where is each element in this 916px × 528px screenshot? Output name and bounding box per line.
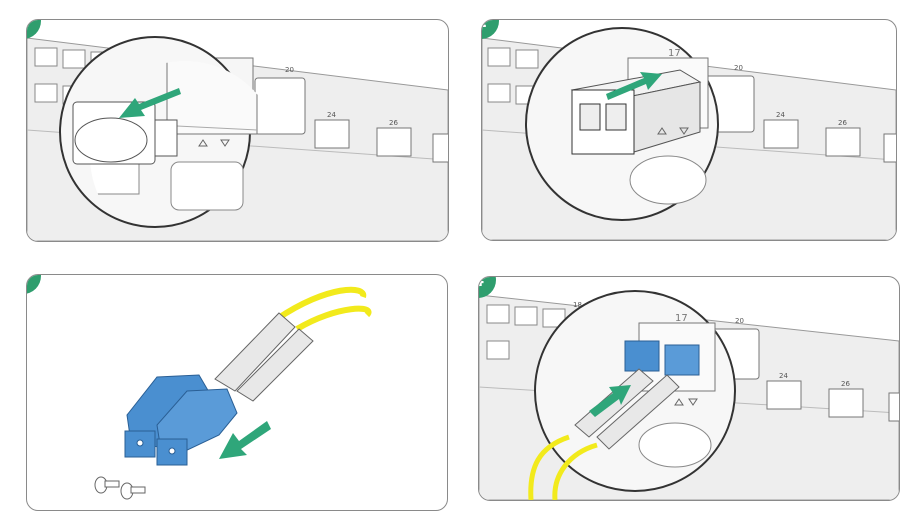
step-3-panel: 3 bbox=[26, 274, 448, 511]
step-3-illustration bbox=[94, 286, 372, 500]
insert-cable-arrow bbox=[589, 385, 631, 417]
port-label-20: 20 bbox=[734, 64, 743, 72]
step-2-panel: 24 26 20 17 2 bbox=[481, 19, 897, 241]
step-1-panel: 24 26 20 17 1 bbox=[26, 19, 449, 242]
sfp-port bbox=[314, 119, 350, 149]
port-label-26: 26 bbox=[389, 119, 398, 127]
port-label-26: 26 bbox=[841, 380, 850, 388]
step-1-illustration: 24 26 20 17 bbox=[27, 36, 448, 241]
step-4-panel: 18 24 26 20 17 4 bbox=[478, 276, 900, 501]
port-label-24: 24 bbox=[776, 111, 785, 119]
dust-plug bbox=[72, 101, 178, 165]
lc-connector bbox=[124, 374, 238, 466]
port-label-17: 17 bbox=[668, 48, 681, 59]
port-label-17: 17 bbox=[675, 313, 688, 324]
step-2-illustration: 24 26 20 17 bbox=[482, 27, 896, 240]
remove-arrow bbox=[119, 88, 181, 118]
lc-connector bbox=[624, 340, 700, 376]
fiber-cable bbox=[295, 305, 372, 332]
fiber-cable bbox=[275, 286, 367, 322]
fiber-cable bbox=[552, 442, 598, 500]
dust-cap bbox=[94, 476, 146, 500]
remove-cap-arrow bbox=[219, 421, 271, 459]
port-label-26: 26 bbox=[838, 119, 847, 127]
step-4-illustration: 18 24 26 20 17 bbox=[479, 290, 899, 500]
port-label-24: 24 bbox=[327, 111, 336, 119]
port-label-24: 24 bbox=[779, 372, 788, 380]
port-label-20: 20 bbox=[735, 317, 744, 325]
port-label-18: 18 bbox=[573, 301, 582, 309]
insert-arrow bbox=[606, 72, 662, 100]
port-label-20: 20 bbox=[285, 66, 294, 74]
fiber-cable bbox=[528, 434, 570, 500]
